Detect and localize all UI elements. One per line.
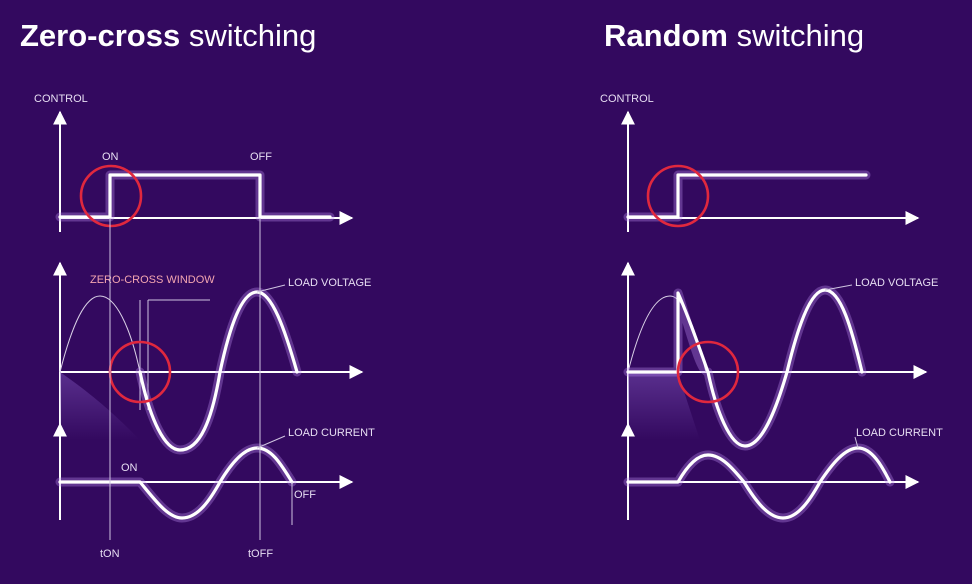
random-title: Random switching: [604, 18, 864, 54]
zc-time-guides: tON tOFF: [100, 218, 293, 560]
zc-current-section: LOAD CURRENT ON OFF: [53, 422, 375, 523]
random-title-bold: Random: [604, 18, 728, 53]
zc-control-glow: [55, 170, 335, 222]
rnd-control-section: CONTROL: [600, 93, 920, 232]
zc-window-label: ZERO-CROSS WINDOW: [90, 274, 215, 286]
rnd-current-section: LOAD CURRENT: [621, 422, 943, 523]
zero-cross-title-bold: Zero-cross: [20, 18, 181, 53]
zc-window-bracket: [139, 299, 210, 410]
zc-load-current-wave: [58, 446, 294, 520]
zc-reference-sine: [59, 295, 141, 373]
random-title-rest: switching: [728, 18, 865, 53]
zc-toff-label: tOFF: [248, 548, 273, 560]
zc-load-voltage-wave: [138, 290, 299, 452]
zc-ton-label: tON: [100, 548, 120, 560]
zc-voltage-shading: [60, 372, 140, 440]
zc-load-voltage-label: LOAD VOLTAGE: [288, 277, 371, 289]
rnd-voltage-section: LOAD VOLTAGE: [621, 261, 938, 451]
rnd-voltage-shading: [628, 372, 700, 440]
rnd-current-leader: [854, 436, 859, 449]
zc-control-signal: [58, 173, 332, 219]
zero-cross-panel: CONTROL ON OFF ZERO-CROSS WINDOW LOAD VO…: [34, 93, 375, 560]
zc-current-off-label: OFF: [294, 489, 316, 501]
zc-voltage-leader: [256, 284, 286, 293]
random-panel: CONTROL LOAD VOLTAGE LOAD CURR: [600, 93, 943, 523]
zc-control-switch-ring: [79, 164, 143, 228]
zc-on-label: ON: [102, 151, 119, 163]
zero-cross-title: Zero-cross switching: [20, 18, 316, 54]
rnd-voltage-leader: [824, 284, 853, 291]
rnd-load-voltage-label: LOAD VOLTAGE: [855, 277, 938, 289]
zc-off-label: OFF: [250, 151, 272, 163]
zc-control-label: CONTROL: [34, 93, 88, 105]
rnd-control-switch-ring: [646, 164, 710, 228]
zc-load-current-label: LOAD CURRENT: [288, 427, 375, 439]
zc-control-section: CONTROL ON OFF: [34, 93, 354, 232]
zc-voltage-section: ZERO-CROSS WINDOW LOAD VOLTAGE: [53, 261, 371, 455]
zc-current-leader: [256, 435, 286, 449]
rnd-voltage-ring: [676, 340, 740, 404]
rnd-control-glow: [623, 170, 871, 222]
rnd-control-label: CONTROL: [600, 93, 654, 105]
zc-current-on-label: ON: [121, 462, 138, 474]
rnd-load-voltage-wave: [626, 288, 864, 448]
zero-cross-title-rest: switching: [180, 18, 317, 53]
rnd-control-signal: [626, 173, 868, 219]
rnd-load-current-label: LOAD CURRENT: [856, 427, 943, 439]
